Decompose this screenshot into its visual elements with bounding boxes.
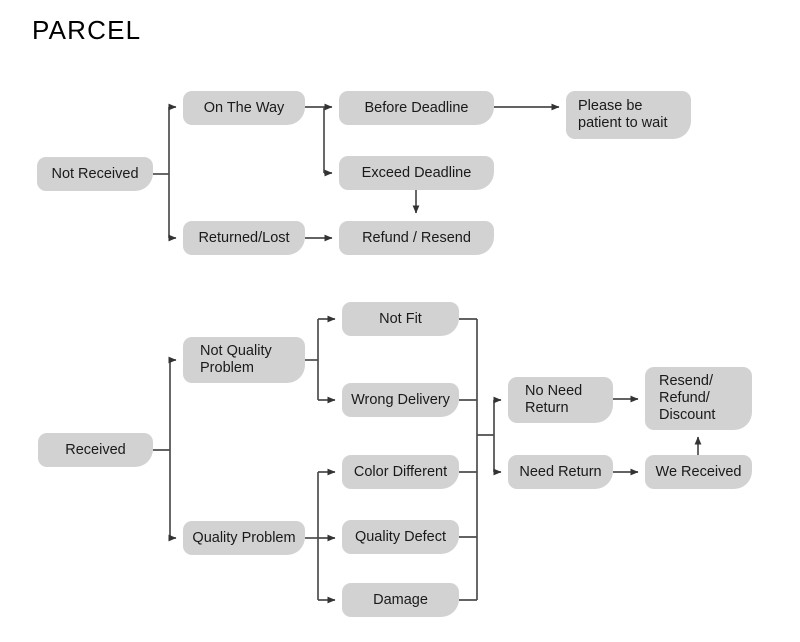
node-received[interactable]: Received — [38, 433, 153, 467]
page-title: PARCEL — [32, 15, 142, 45]
node-damage[interactable]: Damage — [342, 583, 459, 617]
node-not-fit[interactable]: Not Fit — [342, 302, 459, 336]
node-not-quality-problem[interactable]: Not Quality Problem — [183, 337, 305, 383]
node-refund-resend[interactable]: Refund / Resend — [339, 221, 494, 255]
node-please-be-patient[interactable]: Please be patient to wait — [566, 91, 691, 139]
node-we-received[interactable]: We Received — [645, 455, 752, 489]
node-wrong-delivery[interactable]: Wrong Delivery — [342, 383, 459, 417]
node-resend-refund-discount[interactable]: Resend/ Refund/ Discount — [645, 367, 752, 430]
node-before-deadline[interactable]: Before Deadline — [339, 91, 494, 125]
node-need-return[interactable]: Need Return — [508, 455, 613, 489]
node-exceed-deadline[interactable]: Exceed Deadline — [339, 156, 494, 190]
node-quality-defect[interactable]: Quality Defect — [342, 520, 459, 554]
node-no-need-return[interactable]: No Need Return — [508, 377, 613, 423]
node-color-different[interactable]: Color Different — [342, 455, 459, 489]
node-returned-lost[interactable]: Returned/Lost — [183, 221, 305, 255]
node-quality-problem[interactable]: Quality Problem — [183, 521, 305, 555]
node-on-the-way[interactable]: On The Way — [183, 91, 305, 125]
node-not-received[interactable]: Not Received — [37, 157, 153, 191]
